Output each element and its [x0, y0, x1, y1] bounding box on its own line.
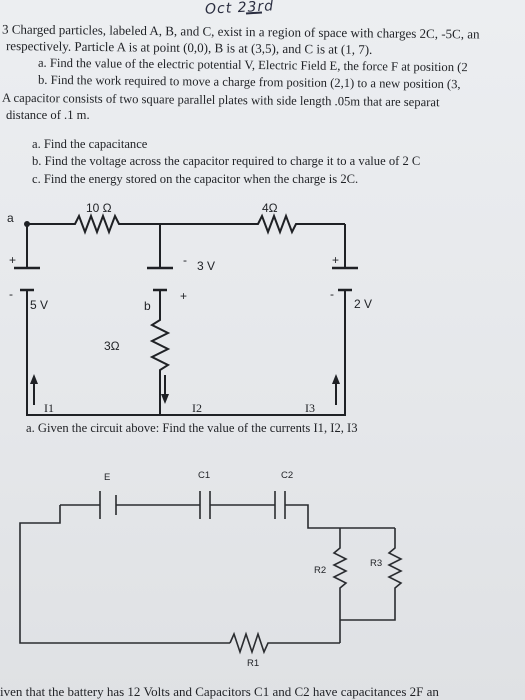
current-i1-label: I1	[44, 401, 54, 415]
bottom-partial-line: iven that the battery has 12 Volts and C…	[0, 684, 439, 699]
resistor-r2-label: R2	[314, 565, 326, 576]
current-i3-label: I3	[305, 401, 315, 415]
resistor-10-label: 10 Ω	[86, 201, 112, 215]
left-battery-minus: -	[9, 287, 13, 301]
resistor-4-label: 4Ω	[262, 201, 278, 215]
mid-battery-plus: +	[180, 289, 187, 303]
node-a-label: a	[7, 211, 14, 225]
right-battery-plus: +	[332, 253, 339, 267]
capacitor-c1-label: C1	[198, 470, 210, 481]
resistor-r3-label: R3	[370, 558, 382, 569]
capacitor-part-c: c. Find the energy stored on the capacit…	[32, 172, 359, 186]
capacitor-part-a: a. Find the capacitance	[32, 137, 148, 151]
capacitor-line2: distance of .1 m.	[6, 108, 90, 122]
arrow-i2-head	[161, 394, 169, 404]
battery-e-label: E	[104, 472, 110, 483]
capacitor-part-b: b. Find the voltage across the capacitor…	[32, 154, 421, 168]
node-b-label: b	[144, 299, 151, 313]
left-battery-voltage: 5 V	[30, 298, 48, 312]
node-a-dot	[24, 221, 30, 227]
resistor-r1-label: R1	[247, 658, 259, 669]
resistor-3-label: 3Ω	[104, 339, 120, 353]
mid-battery-voltage: 3 V	[197, 259, 215, 273]
circuit-question: a. Given the circuit above: Find the val…	[26, 421, 358, 435]
right-battery-minus: -	[330, 287, 334, 301]
current-i2-label: I2	[192, 401, 202, 415]
capacitor-c2-label: C2	[281, 470, 293, 481]
right-battery-voltage: 2 V	[354, 297, 372, 311]
left-battery-plus: +	[9, 253, 16, 267]
mid-battery-minus: -	[183, 253, 187, 267]
top-wire-with-resistors	[27, 213, 345, 235]
arrow-i3-head	[332, 374, 340, 384]
arrow-i1-head	[30, 374, 38, 384]
